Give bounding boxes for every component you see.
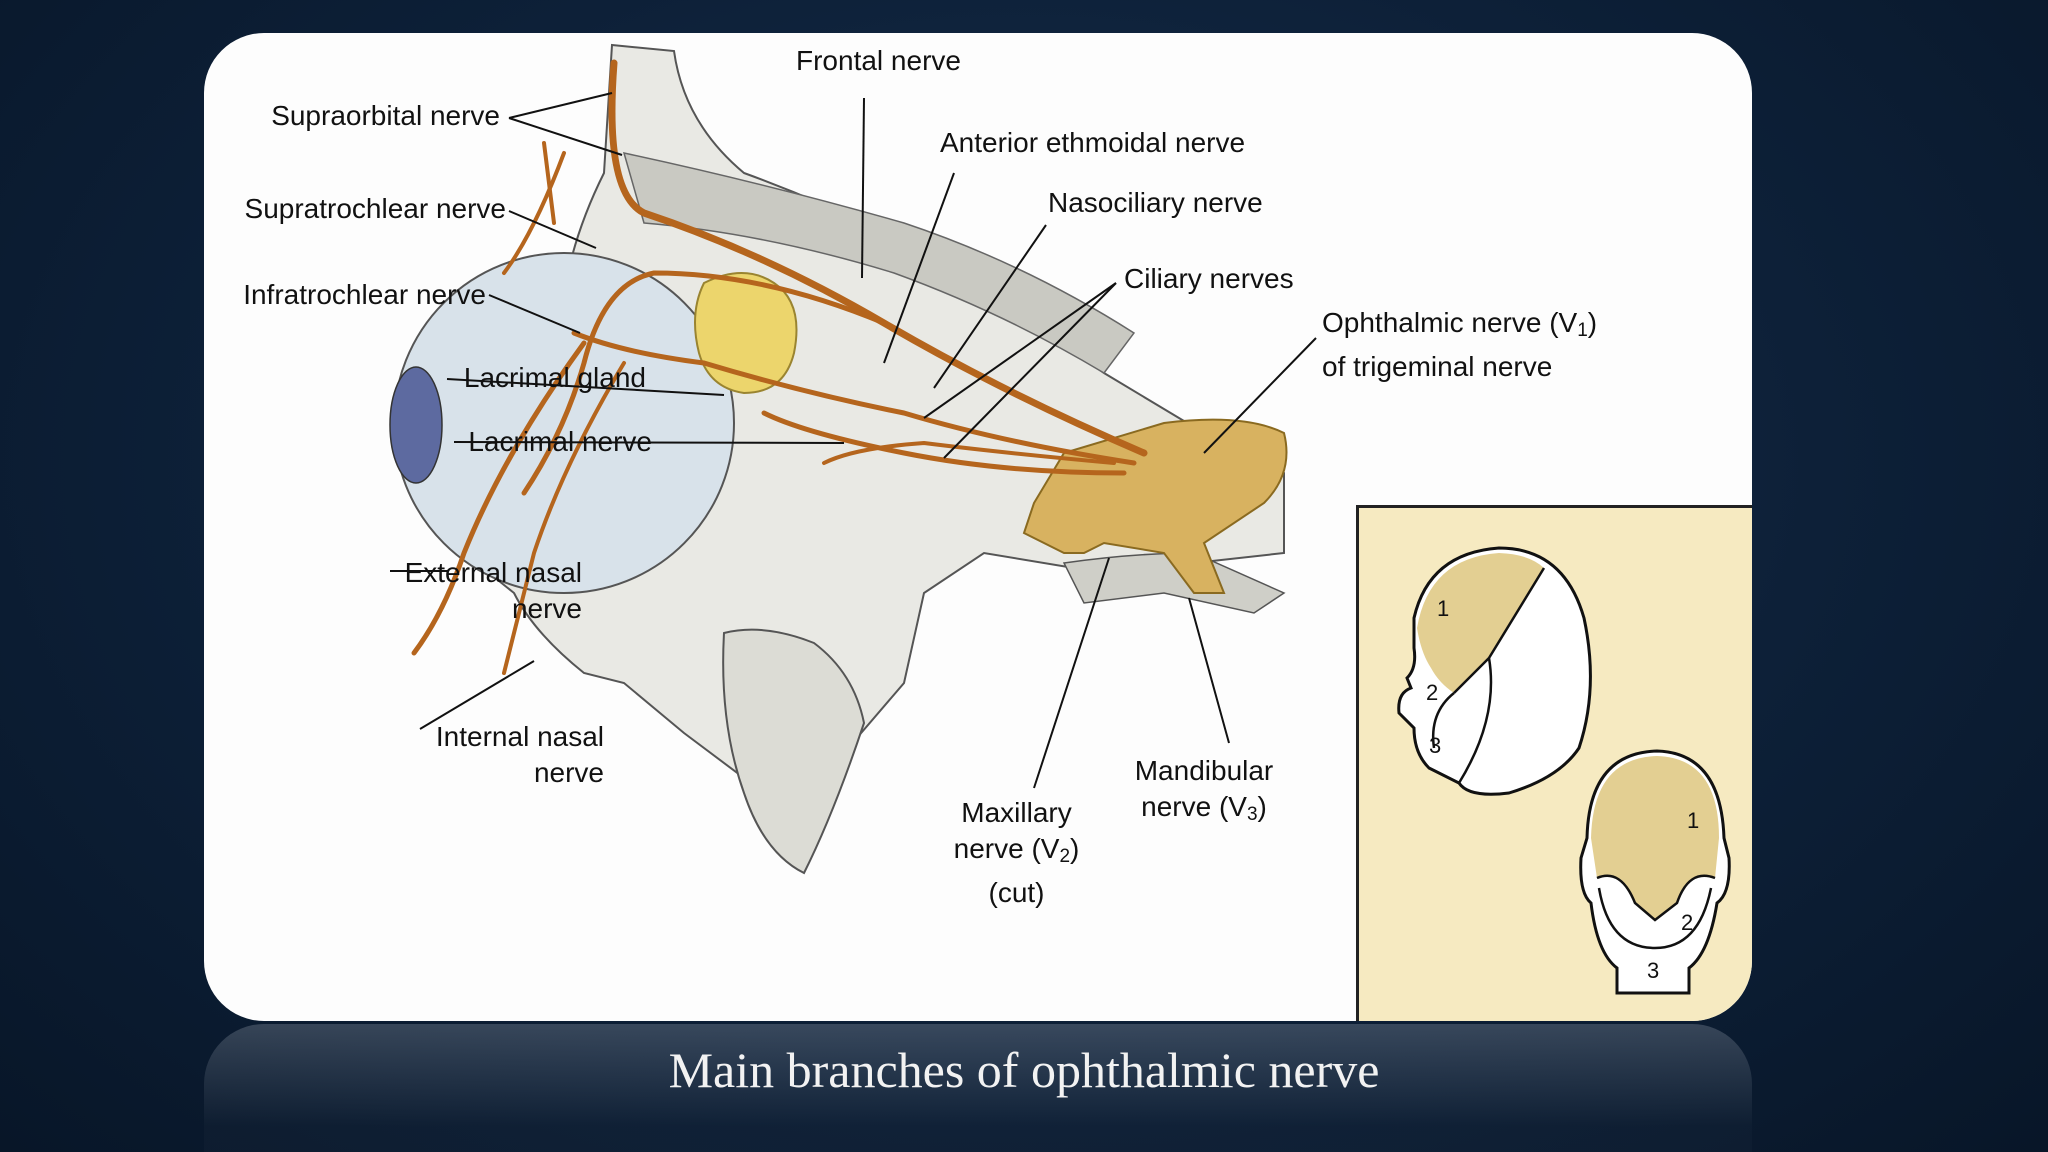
side-number-1: 1	[1437, 596, 1449, 621]
dermatome-heads: 1 2 3 1 2 3	[1397, 546, 1731, 995]
label-maxillary-nerve: Maxillary nerve (V2) (cut)	[953, 797, 1080, 908]
front-number-2: 2	[1681, 910, 1693, 935]
front-number-3: 3	[1647, 958, 1659, 983]
label-infratrochlear-nerve: Infratrochlear nerve	[243, 279, 486, 310]
label-nasociliary-nerve: Nasociliary nerve	[1048, 187, 1263, 218]
label-anterior-ethmoidal-nerve: Anterior ethmoidal nerve	[940, 127, 1246, 158]
cornea	[389, 366, 443, 484]
slide-card: Supraorbital nerve Supratrochlear nerve …	[204, 33, 1752, 1021]
trigeminal-ganglion	[1022, 418, 1288, 594]
dermatome-inset: 1 2 3 1 2 3	[1356, 505, 1752, 1021]
side-number-3: 3	[1429, 733, 1441, 758]
front-number-1: 1	[1687, 808, 1699, 833]
label-frontal-nerve: Frontal nerve	[796, 45, 961, 76]
label-supraorbital-nerve: Supraorbital nerve	[271, 100, 500, 131]
ophthalmic-nerve-diagram	[389, 43, 1317, 875]
label-ophthalmic-nerve: Ophthalmic nerve (V1) of trigeminal nerv…	[1322, 307, 1598, 382]
side-region-v1	[1417, 553, 1544, 693]
label-supratrochlear-nerve: Supratrochlear nerve	[244, 193, 506, 224]
label-mandibular-nerve: Mandibular nerve (V3)	[1134, 755, 1274, 825]
label-lacrimal-nerve: Lacrimal nerve	[468, 426, 652, 457]
leader-lines	[390, 92, 1317, 789]
slide-reflection	[204, 1024, 1752, 1152]
lacrimal-gland	[694, 272, 798, 395]
side-number-2: 2	[1426, 680, 1438, 705]
label-ciliary-nerves: Ciliary nerves	[1124, 263, 1294, 294]
front-region-v1	[1591, 756, 1719, 920]
sphenoid-bone	[1062, 552, 1286, 614]
nerve-branches	[411, 59, 1148, 675]
orbit-roof	[622, 152, 1136, 374]
slide-caption: Main branches of ophthalmic nerve	[668, 1042, 1380, 1098]
label-lacrimal-gland: Lacrimal gland	[463, 362, 646, 393]
zygomatic-bone	[722, 628, 866, 875]
